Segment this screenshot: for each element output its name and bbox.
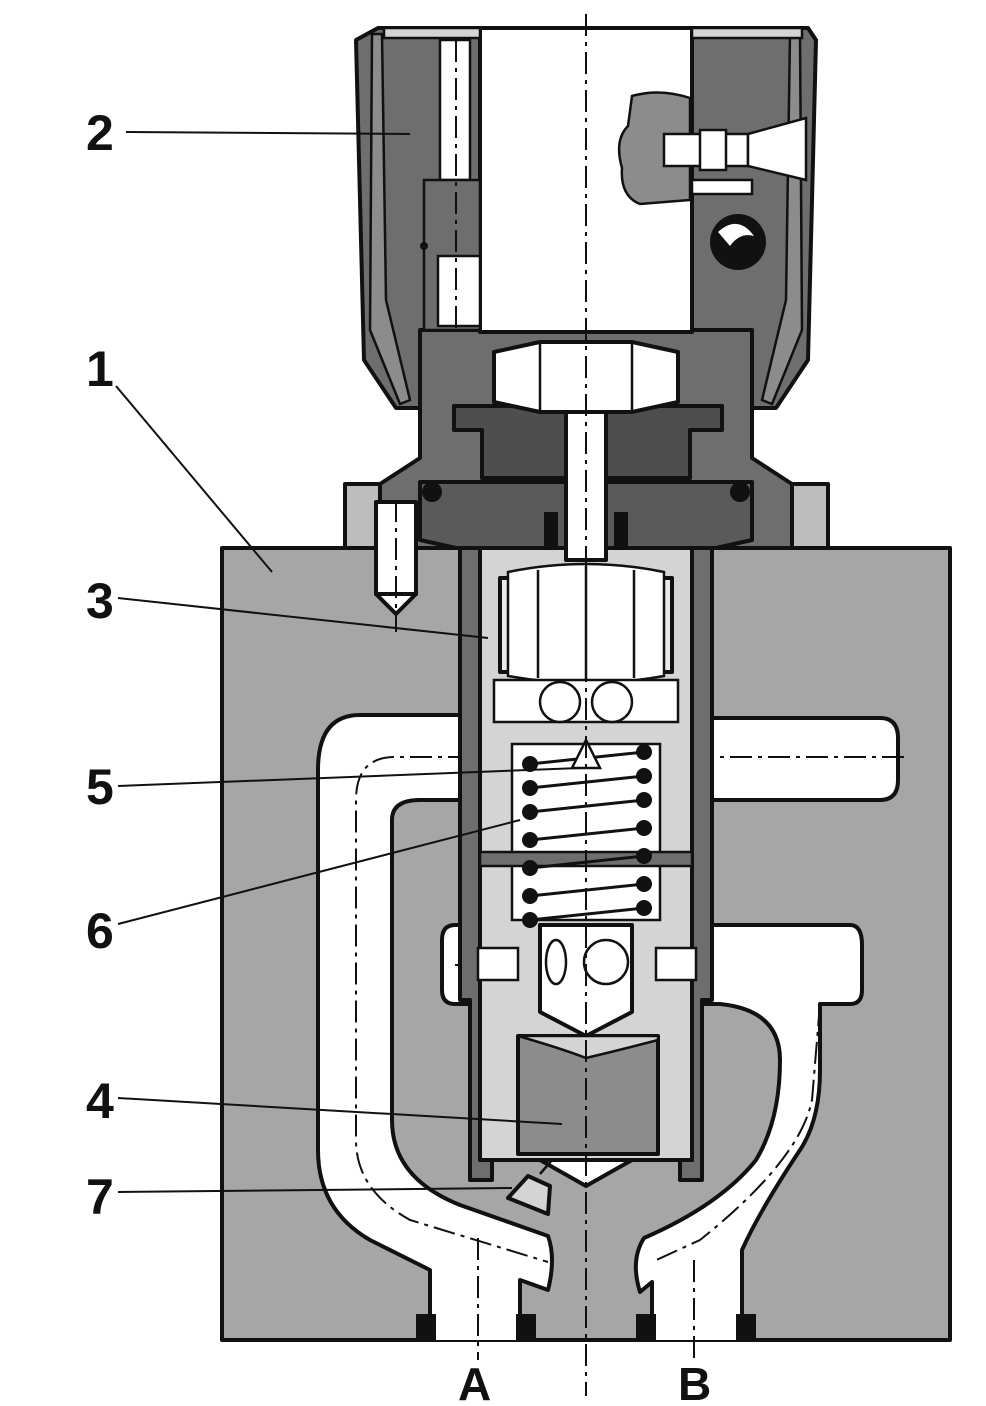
callout-3: 3	[86, 573, 114, 629]
centerline-passage-a	[355, 756, 549, 1263]
callout-1: 1	[86, 341, 114, 397]
spring-wire-section	[636, 848, 652, 864]
flow-passage-b	[440, 923, 864, 1320]
pilot-needle	[506, 1159, 553, 1216]
spring-wire-section	[636, 900, 652, 916]
callout-5: 5	[86, 759, 114, 815]
port-b-label: B	[678, 1358, 711, 1406]
detent-ball	[710, 214, 766, 270]
spring-wire-section	[522, 756, 538, 772]
spring-wire-section	[522, 780, 538, 796]
callout-2: 2	[86, 105, 114, 161]
flow-passage-a	[316, 713, 900, 1320]
spring-coil-6	[529, 906, 645, 922]
callout-labels: 2 1 3 5 6 4 7	[86, 105, 114, 1225]
spring-wire-section	[522, 804, 538, 820]
spring-wire-section	[636, 876, 652, 892]
callout-6: 6	[86, 903, 114, 959]
spring-coil-2	[529, 798, 645, 814]
spring-wire-section	[522, 860, 538, 876]
spring-wire-section	[636, 820, 652, 836]
spring-wire-section	[522, 912, 538, 928]
callout-4: 4	[86, 1073, 114, 1129]
spring-wire-section	[522, 832, 538, 848]
spring-wire-section	[522, 888, 538, 904]
spring-wire-section	[636, 768, 652, 784]
callout-7: 7	[86, 1169, 114, 1225]
spring-wire-section	[636, 792, 652, 808]
callout-leaders	[115, 131, 581, 1193]
spring-wire-section	[636, 744, 652, 760]
port-a-label: A	[458, 1358, 491, 1406]
set-screw	[374, 500, 418, 632]
spring-coil-3	[529, 826, 645, 842]
